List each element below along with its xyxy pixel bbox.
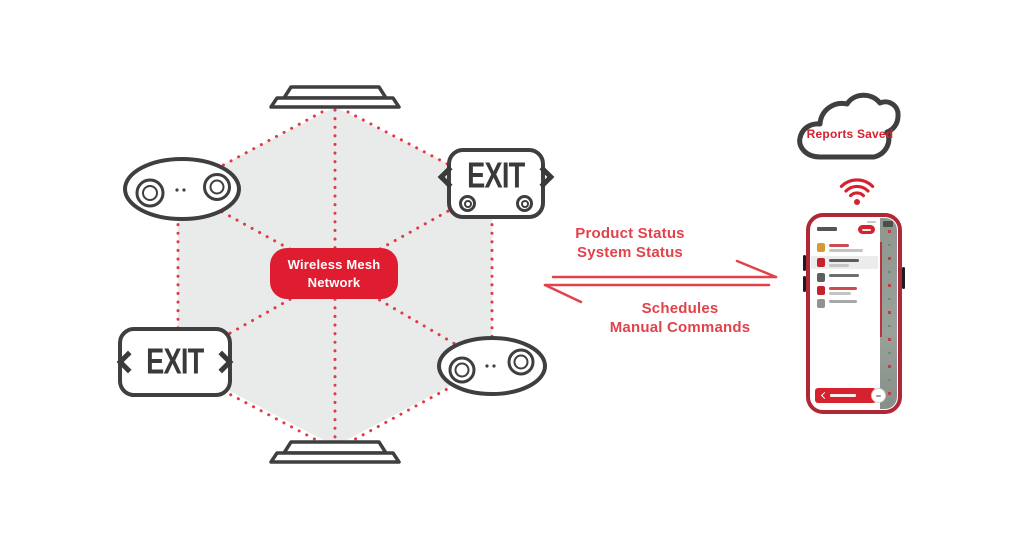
device-list [811, 243, 878, 312]
back-arrow-icon [820, 391, 829, 400]
flow-label-to-mesh: Schedules Manual Commands [580, 299, 780, 337]
ceiling-fixture-top [269, 85, 401, 109]
hub-label-line1: Wireless Mesh [287, 256, 381, 272]
oval-emergency-light-right [437, 336, 547, 396]
chevron-right-icon [210, 350, 234, 374]
list-item [817, 243, 878, 252]
list-item-selected [811, 256, 878, 269]
phone-volume-down-button [803, 276, 806, 292]
flow-label-to-app: Product Status System Status [535, 224, 725, 262]
primary-action-button [815, 388, 876, 403]
device-list-icon [817, 243, 825, 252]
flow-to-mesh-line1: Schedules [641, 300, 719, 317]
app-title-placeholder [817, 227, 837, 231]
list-item [817, 273, 878, 282]
phone-screen [811, 218, 897, 409]
oval-emergency-light-left [123, 157, 241, 221]
lamp-icon [203, 173, 231, 201]
status-bar-icons [867, 221, 876, 223]
phone-power-button [902, 267, 905, 289]
list-item [817, 299, 878, 308]
device-list-icon [817, 273, 825, 282]
lamp-icon [516, 195, 533, 212]
list-item [817, 286, 878, 295]
panel-toggle-button [871, 388, 886, 403]
phone-mockup [803, 213, 905, 414]
lamp-icon [448, 356, 476, 384]
flow-to-mesh-line2: Manual Commands [609, 319, 751, 336]
flow-to-app-line1: Product Status [575, 225, 685, 242]
lamp-icon [507, 348, 535, 376]
device-list-icon [817, 299, 825, 308]
exit-sign-label: EXIT [467, 156, 525, 196]
lamp-icon [459, 195, 476, 212]
lamp-icon [135, 178, 165, 208]
chevron-left-icon [116, 350, 140, 374]
ceiling-fixture-bottom [269, 440, 401, 464]
exit-sign-bottom-left: EXIT [116, 327, 234, 397]
flow-to-app-line2: System Status [577, 244, 683, 261]
flow-arrows [543, 259, 778, 304]
hub-label-line2: Network [307, 274, 361, 290]
exit-sign-top-right: EXIT [437, 148, 555, 219]
wifi-signal-icon [839, 178, 875, 205]
device-list-icon [817, 258, 825, 267]
device-list-icon [817, 286, 825, 295]
wireless-mesh-hub: Wireless Mesh Network [270, 248, 398, 299]
phone-secondary-panel [880, 218, 897, 409]
exit-sign-label: EXIT [146, 341, 204, 382]
cloud-label: Reports Saved [806, 127, 894, 141]
panel-menu-icon [883, 221, 893, 227]
app-action-pill-button [858, 225, 875, 234]
cloud-icon [797, 92, 901, 160]
phone-volume-up-button [803, 255, 806, 271]
